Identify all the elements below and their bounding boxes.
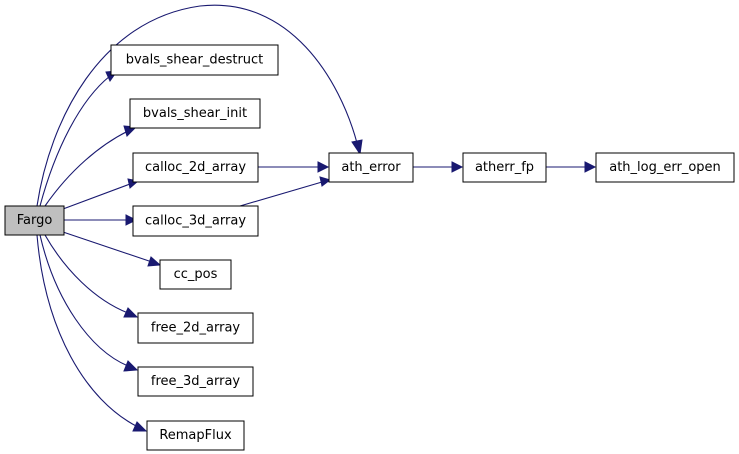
edge-fargo-remapflux (36, 234, 139, 428)
node-fargo[interactable]: Fargo (4, 205, 65, 236)
arrowhead (317, 161, 330, 173)
node-bvals-shear-init[interactable]: bvals_shear_init (129, 98, 261, 129)
node-label: calloc_2d_array (145, 160, 246, 175)
node-label: ath_log_err_open (609, 160, 721, 175)
node-label: bvals_shear_init (143, 106, 247, 121)
edge-fargo-free-2d-array (44, 234, 129, 314)
node-label: bvals_shear_destruct (126, 53, 264, 68)
arrowhead (584, 161, 597, 173)
edge-calloc-3d-ath-error (239, 181, 323, 207)
edge-fargo-cc-pos (62, 231, 153, 263)
arrowhead (351, 139, 363, 156)
node-label: RemapFlux (159, 428, 232, 443)
edge-fargo-free-3d-array (39, 234, 129, 367)
node-label: free_2d_array (151, 321, 241, 336)
node-ath-log-err-open[interactable]: ath_log_err_open (595, 152, 735, 183)
edge-fargo-bvals-shear-init (44, 130, 129, 207)
arrowhead (147, 256, 162, 267)
arrowhead (132, 421, 148, 432)
node-calloc-2d-array[interactable]: calloc_2d_array (132, 152, 259, 183)
arrowhead (451, 161, 464, 173)
edge-fargo-ath-error (36, 4, 358, 207)
edge-fargo-bvals-shear-destruct (39, 75, 111, 207)
node-ath-error[interactable]: ath_error (328, 152, 414, 183)
node-label: cc_pos (174, 267, 218, 282)
arrowhead (123, 307, 139, 318)
node-bvals-shear-destruct[interactable]: bvals_shear_destruct (110, 44, 279, 76)
node-label: calloc_3d_array (145, 214, 246, 229)
node-label: ath_error (341, 160, 401, 175)
node-label: atherr_fp (475, 160, 534, 175)
arrowhead (123, 360, 139, 372)
node-free-3d-array[interactable]: free_3d_array (137, 366, 254, 397)
arrowhead (125, 214, 138, 226)
arrowhead (319, 176, 332, 187)
edge-fargo-calloc-2d-array (62, 183, 131, 210)
node-calloc-3d-array[interactable]: calloc_3d_array (132, 205, 259, 237)
node-free-2d-array[interactable]: free_2d_array (137, 312, 254, 344)
node-cc-pos[interactable]: cc_pos (159, 259, 232, 290)
node-atherr-fp[interactable]: atherr_fp (462, 152, 547, 183)
node-label: free_3d_array (151, 374, 241, 389)
node-label: Fargo (17, 213, 53, 228)
node-remapflux[interactable]: RemapFlux (146, 420, 245, 451)
